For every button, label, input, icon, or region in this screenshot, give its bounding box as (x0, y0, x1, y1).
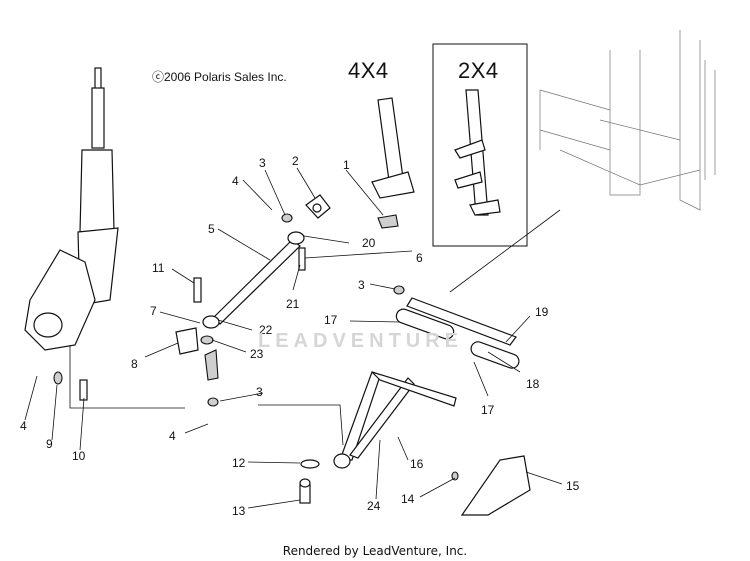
tie-rod (202, 231, 306, 329)
callout-3a: 3 (259, 156, 266, 170)
callout-4a: 4 (232, 174, 239, 188)
callout-18: 18 (526, 377, 540, 391)
callout-14: 14 (401, 492, 415, 506)
a-arm (333, 371, 457, 469)
watermark: LEADVENTURE (258, 330, 464, 352)
callout-17a: 17 (324, 313, 338, 327)
callout-11: 11 (152, 261, 165, 275)
skid-plate (460, 455, 531, 516)
variant-label-4x4: 4X4 (348, 58, 389, 83)
two-by-four-spindle (454, 89, 501, 216)
callout-8: 8 (131, 357, 138, 371)
callout-12: 12 (232, 456, 246, 470)
callout-24: 24 (367, 499, 381, 513)
footer-credit: Rendered by LeadVenture, Inc. (282, 544, 468, 558)
callout-6: 6 (416, 251, 423, 265)
hardware (53, 194, 459, 504)
callout-3b: 3 (358, 278, 365, 292)
callout-17b: 17 (481, 403, 495, 417)
callout-23: 23 (250, 347, 264, 361)
callout-4b: 4 (20, 419, 27, 433)
callout-4c: 4 (169, 429, 176, 443)
callout-15: 15 (566, 479, 580, 493)
callout-22: 22 (259, 323, 273, 337)
callout-1: 1 (343, 158, 350, 172)
variant-label-2x4: 2X4 (458, 58, 499, 83)
callout-20: 20 (362, 236, 376, 250)
callout-19: 19 (535, 305, 549, 319)
callout-21: 21 (286, 297, 300, 311)
callout-3c: 3 (256, 385, 263, 399)
callout-2: 2 (292, 154, 299, 168)
pivot-tubes (395, 297, 520, 369)
copyright-notice: ⓒ2006 Polaris Sales Inc. (152, 70, 287, 84)
callout-5: 5 (208, 222, 215, 236)
callout-10: 10 (72, 449, 86, 463)
callout-16: 16 (410, 457, 424, 471)
frame-outline (539, 30, 716, 211)
callout-13: 13 (232, 504, 246, 518)
callout-9: 9 (46, 437, 53, 451)
callout-numbers: 1 2 3 4 5 20 6 11 3 21 7 17 19 22 23 8 1… (20, 154, 580, 518)
leader-lines (24, 167, 563, 509)
strut-assembly (24, 67, 185, 409)
callout-7: 7 (150, 304, 157, 318)
two-by-four-box (432, 43, 528, 247)
four-by-four-spindle (371, 97, 415, 229)
